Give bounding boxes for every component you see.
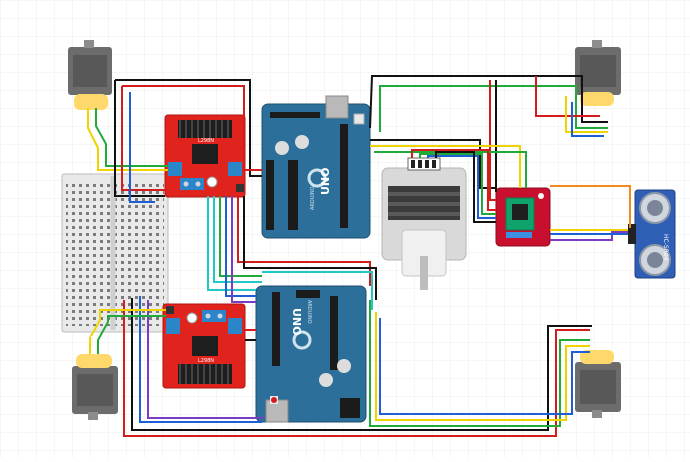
wire-black-center [243,196,377,300]
wire-purple-1 [231,196,256,303]
wire-green-1 [219,196,262,277]
arduino-uno-bottom: UNO ARDUINO [255,285,367,423]
breadboard [61,173,169,333]
wire-red-stepper-lead [411,149,496,211]
wire-green-bottom-right [369,300,590,427]
wire-yellow-top-right [565,96,608,133]
wire-blue-bottom-right [379,318,590,415]
wire-blue-bottom [139,296,262,423]
stepper-motor [381,157,467,290]
wire-green-arduino-stepper [374,151,527,188]
motor-driver-bottom: L298N [162,303,246,389]
wire-green-bl-motor [97,315,166,354]
wire-cyan-center [262,271,373,310]
arduino-top-logo: UNO [319,168,332,196]
wire-cyan-2 [213,196,262,283]
wire-red-bottom-loop [123,300,590,437]
wire-green-stepper-lead [419,153,496,215]
wire-green-top-right [379,85,608,132]
dc-motor-bottom-left [72,354,118,420]
wire-red-top-right [535,76,600,117]
wire-red-left-frame [121,86,165,191]
wire-red-top-frame [122,85,262,171]
wire-blue-1 [225,196,256,297]
wire-red-center [237,196,371,286]
wire-purple-bottom [147,300,264,419]
wire-black-top-right [369,75,608,129]
wire-yellow-arduino-stepper [370,145,521,188]
wire-black-stepper-lead [435,151,496,223]
wire-black-top-frame [115,79,262,177]
wires [87,75,631,437]
wire-yellow-bottom-right [375,312,590,421]
stepper-driver [495,187,551,247]
wire-black-left-frame [114,80,165,197]
motor-driver-top: L298N [164,114,246,198]
wire-blue-left [129,92,155,203]
dc-motor-bottom-right [575,350,621,418]
arduino-bottom-brand: ARDUINO [306,300,312,324]
wire-orange-sensor [550,185,631,228]
ultrasonic-label: HC-SR04 [662,234,669,261]
wire-red-stepper [489,80,496,201]
driver-top-chip-label: L298N [198,138,214,144]
wire-cyan-1 [207,196,256,291]
dc-motor-top-right [575,40,621,106]
dc-motor-top-left [68,40,112,110]
wire-purple-sensor [550,231,628,241]
wire-blue-stepper-lead [427,155,496,219]
wire-blue-top-right [571,102,604,137]
wire-black-bottom-loop [131,298,592,431]
driver-bottom-chip-label: L298N [198,358,214,364]
wire-yellow-bl-motor [89,309,166,354]
ultrasonic-sensor: HC-SR04 [628,189,676,279]
wire-green-tl-motor [95,108,168,167]
arduino-bottom-logo: UNO [290,308,303,336]
arduino-top-brand: ARDUINO [310,186,316,210]
arduino-uno-top: UNO ARDUINO [261,95,371,239]
